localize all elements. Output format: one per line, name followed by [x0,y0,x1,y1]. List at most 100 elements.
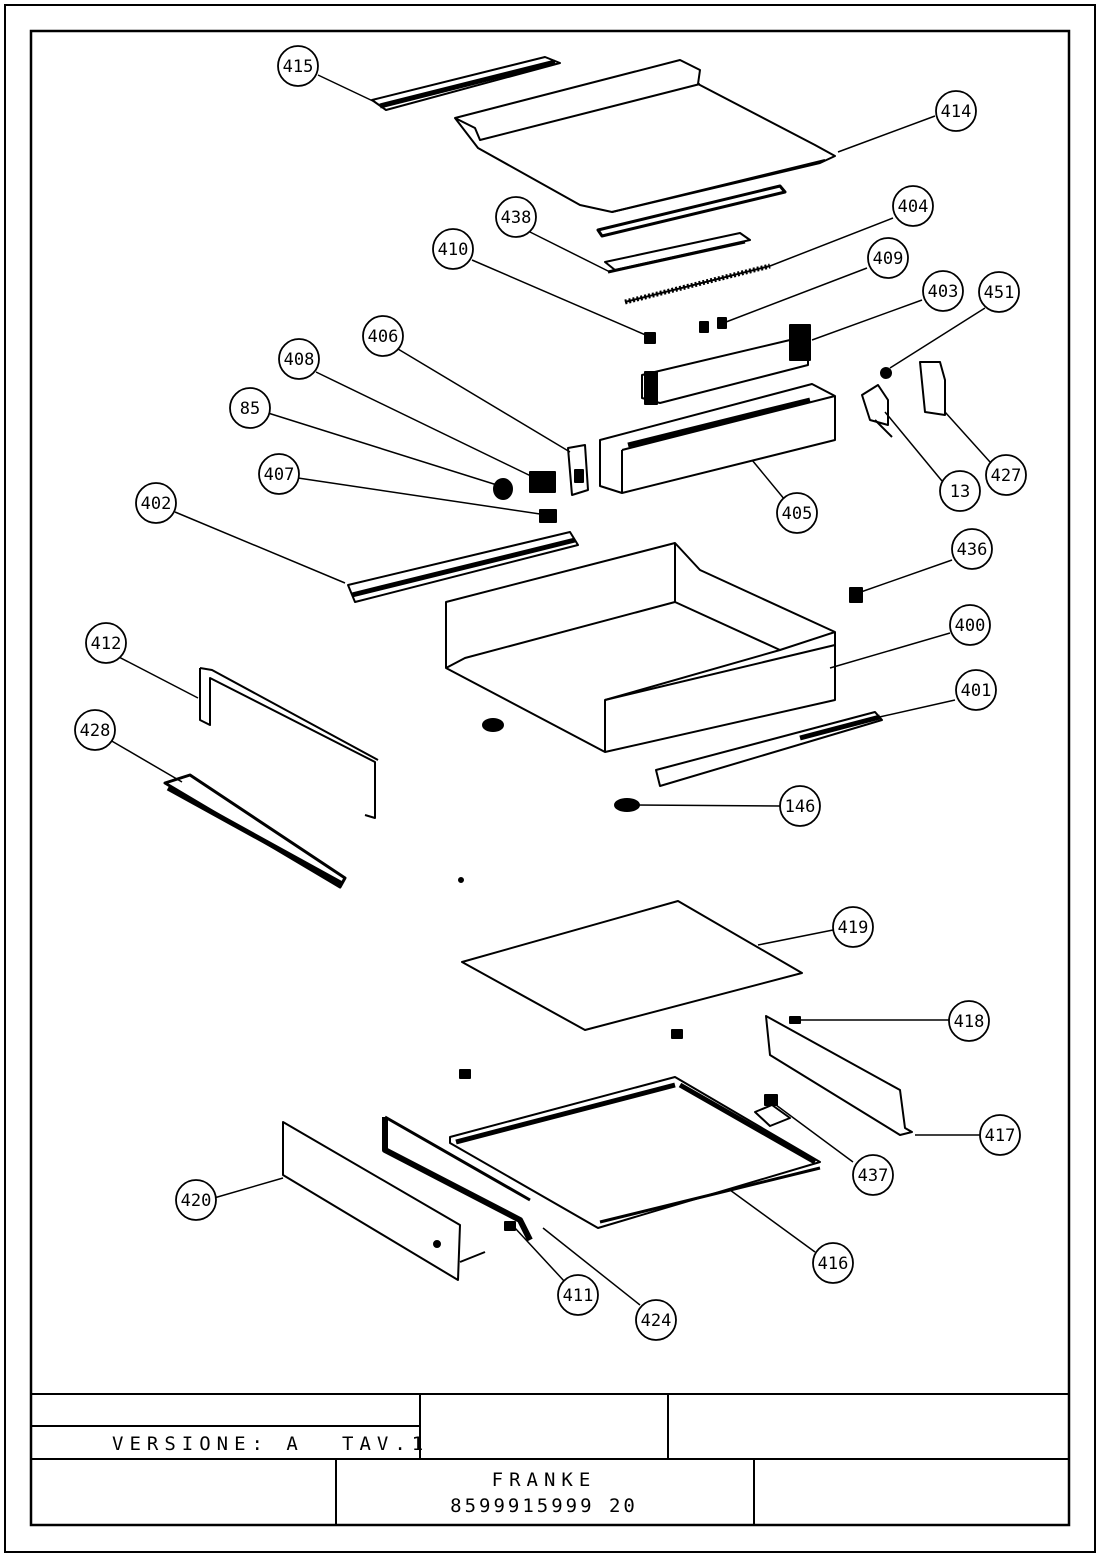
callout-437: 437 [852,1154,894,1196]
callout-circle [812,1242,854,1284]
callout-circle [892,185,934,227]
callout-label: 451 [984,283,1015,303]
callout-label: 428 [80,721,111,741]
callout-13: 13 [939,470,981,512]
callout-label: 408 [284,350,315,370]
callout-label: 401 [961,681,992,701]
callout-146: 146 [779,785,821,827]
part-427-bracket [919,361,946,416]
callout-circle [955,669,997,711]
callout-407: 407 [258,453,300,495]
callout-circle [985,454,1027,496]
part-409b [717,317,727,329]
callout-circle [495,196,537,238]
callout-label: 427 [991,466,1022,486]
callout-label: 146 [785,797,816,817]
callout-404: 404 [892,185,934,227]
callout-label: 405 [782,504,813,524]
part-420-front-panel [282,1121,486,1281]
callout-411: 411 [557,1274,599,1316]
callout-label: 424 [641,1311,672,1331]
callout-label: 416 [818,1254,849,1274]
callout-label: 410 [438,240,469,260]
callout-circle [935,90,977,132]
callout-circle [939,470,981,512]
callout-circle [278,338,320,380]
part-400-drawer-box [445,542,836,753]
callout-406: 406 [362,315,404,357]
callout-label: 420 [181,1191,212,1211]
callout-424: 424 [635,1299,677,1341]
callout-438: 438 [495,196,537,238]
part-417-side-panel [765,1015,913,1136]
part-437-block [754,1094,791,1127]
part-409a [699,321,709,333]
callout-label: 400 [955,616,986,636]
part-419-panel [461,900,803,1031]
part-416-tray [449,1076,821,1229]
leader-lines [109,74,991,1306]
callout-409: 409 [867,237,909,279]
outer-border [4,4,1096,1553]
callout-label: 402 [141,494,172,514]
callout-label: 437 [858,1166,889,1186]
callout-circle [779,785,821,827]
part-405-fan-box [599,383,836,494]
part-424-gasket [382,1115,533,1242]
callout-circle [978,271,1020,313]
version-label: VERSIONE: A [112,1433,304,1455]
part-408 [529,471,556,493]
part-436 [849,587,863,603]
callout-circle [74,709,116,751]
callout-420: 420 [175,1179,217,1221]
callout-label: 403 [928,282,959,302]
part-412-frame [199,667,379,819]
callout-427: 427 [985,454,1027,496]
callout-circle [948,1000,990,1042]
callout-400: 400 [949,604,991,646]
callout-circle [949,604,991,646]
callout-415: 415 [277,45,319,87]
callout-417: 417 [979,1114,1021,1156]
parts [163,56,946,1281]
part-strips [596,184,787,274]
callout-label: 404 [898,197,929,217]
callout-419: 419 [832,906,874,948]
callout-circle [951,528,993,570]
callout-label: 411 [563,1286,594,1306]
part-clip-a [671,1029,683,1039]
callout-436: 436 [951,528,993,570]
callout-428: 428 [74,709,116,751]
callout-circle [258,453,300,495]
callout-circle [432,228,474,270]
inner-border [29,29,1071,1527]
callout-circle [867,237,909,279]
part-410 [644,332,656,344]
part-401-right-rail [655,711,883,787]
callout-85: 85 [229,387,271,429]
title-block [31,1393,1069,1525]
part-foot [482,718,504,732]
callout-circle [557,1274,599,1316]
part-dot [458,877,464,883]
callout-label: 417 [985,1126,1016,1146]
callout-circle [979,1114,1021,1156]
callout-412: 412 [85,622,127,664]
part-411 [504,1221,516,1231]
part-403-fan-housing [641,324,811,405]
callout-418: 418 [948,1000,990,1042]
callout-label: 418 [954,1012,985,1032]
callout-circle [635,1299,677,1341]
callout-402: 402 [135,482,177,524]
callout-408: 408 [278,338,320,380]
callout-circle [175,1179,217,1221]
callout-405: 405 [776,492,818,534]
callout-label: 438 [501,208,532,228]
callout-403: 403 [922,270,964,312]
part-13-bracket [861,384,893,438]
table-label: TAV.1 [342,1433,429,1455]
callout-label: 406 [368,327,399,347]
